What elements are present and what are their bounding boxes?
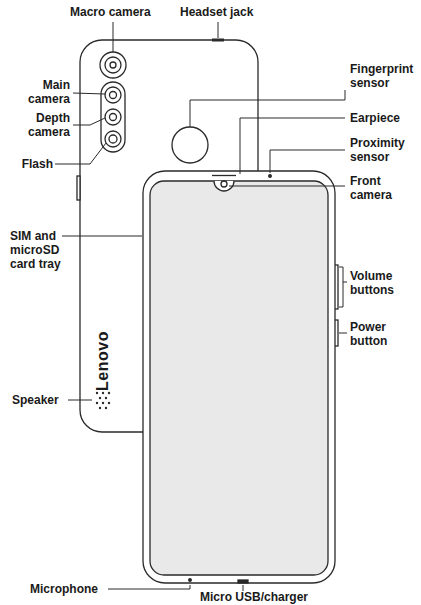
proximity-label: Proximity sensor <box>350 136 420 164</box>
leader-lines <box>55 22 347 591</box>
proximity-sensor <box>269 175 272 178</box>
speaker-grille <box>96 392 110 409</box>
headset-jack-label: Headset jack <box>180 5 270 19</box>
volume-label: Volume buttons <box>350 269 420 297</box>
main-camera-label: Main camera <box>8 78 70 106</box>
camera-module <box>101 82 125 152</box>
macro-lens <box>105 57 121 73</box>
depth-camera-label: Depth camera <box>8 111 70 139</box>
flash <box>105 131 121 147</box>
speaker-label: Speaker <box>12 393 72 407</box>
earpiece-label: Earpiece <box>350 111 420 125</box>
phone-front <box>143 171 335 583</box>
microphone-label: Microphone <box>30 582 110 596</box>
macro-lens-center <box>110 62 116 68</box>
fingerprint-label: Fingerprint sensor <box>350 62 420 90</box>
microphone-hole <box>189 579 192 582</box>
macro-camera-label: Macro camera <box>70 5 160 19</box>
main-lens <box>110 92 117 99</box>
brand-logo: Lenovo <box>94 329 112 393</box>
front-camera-label: Front camera <box>350 174 420 202</box>
depth-camera <box>105 109 121 125</box>
earpiece <box>212 175 236 176</box>
macro-camera <box>100 52 126 78</box>
flash-label: Flash <box>8 157 53 171</box>
side-button <box>77 176 80 200</box>
flash-lamp <box>109 135 117 143</box>
usb-label: Micro USB/charger <box>200 590 330 604</box>
headset-jack <box>212 39 224 42</box>
power-label: Power button <box>350 320 420 348</box>
screen <box>150 181 328 575</box>
main-camera <box>105 87 121 103</box>
sim-tray-label: SIM and microSD card tray <box>10 229 80 271</box>
fingerprint-sensor <box>172 127 208 163</box>
usb-port <box>238 580 248 583</box>
depth-lens <box>110 114 117 121</box>
front-camera <box>221 181 227 187</box>
